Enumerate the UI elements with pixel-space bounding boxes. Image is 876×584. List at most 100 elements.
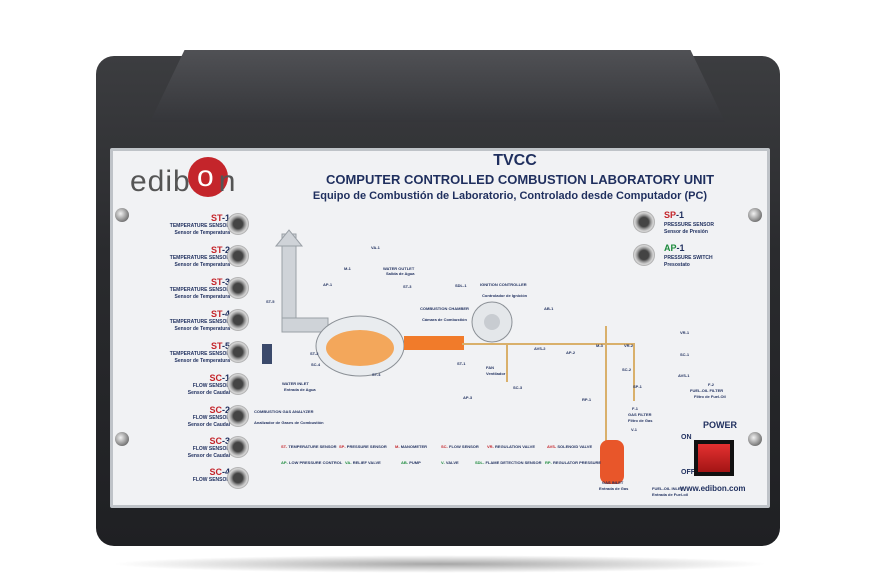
sensor-code: ST-1 — [210, 213, 230, 223]
legend-item: SDL- FLAME DETECTION SENSOR — [475, 460, 542, 465]
label-fuel-inlet: FUEL-OIL INLET — [652, 486, 684, 491]
connector-st5[interactable] — [227, 341, 249, 363]
connector-st3[interactable] — [227, 277, 249, 299]
power-switch[interactable] — [698, 444, 730, 472]
sensor-label-en: TEMPERATURE SENSOR — [169, 223, 230, 229]
legend-item: AVS- SOLENOID VALVE — [547, 444, 593, 449]
label-st2: ST-2 — [310, 351, 319, 356]
sensor-label-es: Sensor de Temperatura — [174, 262, 230, 268]
sensor-code: ST-5 — [210, 341, 230, 351]
legend-item: ST- TEMPERATURE SENSOR — [281, 444, 337, 449]
sensor-sc1: SC-1 FLOW SENSOR Sensor de Caudal — [150, 373, 280, 403]
label-water-inlet-es: Entrada de Agua — [284, 387, 316, 392]
sensor-label-en: TEMPERATURE SENSOR — [169, 255, 230, 261]
label-vr1: VR-1 — [680, 330, 690, 335]
label-water-outlet-es: Salida de Agua — [386, 271, 415, 276]
label-st1: ST-1 — [457, 361, 466, 366]
label-vr2: VR-2 — [624, 343, 634, 348]
screw-bottom-right — [748, 432, 762, 446]
label-avs2: AVS-2 — [534, 346, 546, 351]
label-analyzer: COMBUSTION GAS ANALYZER — [254, 409, 314, 414]
sensor-label-en: FLOW SENSOR — [192, 446, 230, 452]
sensor-code: ST-3 — [210, 277, 230, 287]
website-link: www.edibon.com — [680, 484, 746, 493]
legend-item: M- MANOMETER — [395, 444, 428, 449]
label-fan-es: Ventilador — [486, 371, 506, 376]
sensor-label-es: Sensor de Temperatura — [174, 358, 230, 364]
sensor-st3: ST-3 TEMPERATURE SENSOR Sensor de Temper… — [150, 277, 280, 307]
sensor-st5: ST-5 TEMPERATURE SENSOR Sensor de Temper… — [150, 341, 280, 371]
connector-ap1[interactable] — [633, 244, 655, 266]
process-diagram — [262, 229, 635, 484]
label-sc2: SC-2 — [622, 367, 632, 372]
sensor-code: SC-1 — [209, 373, 230, 383]
unit-model: TVCC — [493, 152, 537, 169]
sensor-label-es: Sensor de Caudal — [187, 390, 230, 396]
label-rp1: RP-1 — [582, 397, 592, 402]
front-panel — [110, 148, 770, 508]
connector-sc2[interactable] — [227, 405, 249, 427]
sensor-ap1-code: AP-1 — [664, 243, 685, 253]
label-water-inlet: WATER INLET — [282, 381, 309, 386]
label-avs1: AVS-1 — [678, 373, 690, 378]
connector-st4[interactable] — [227, 309, 249, 331]
sensor-label-en: FLOW SENSOR — [192, 383, 230, 389]
brand-logo-circle: o — [188, 157, 228, 197]
sensor-label-es: Sensor de Temperatura — [174, 294, 230, 300]
legend-item: RP- REGULATOR PRESSURE — [545, 460, 602, 465]
label-gas-filter: GAS FILTER — [628, 412, 652, 417]
sensor-label-en: TEMPERATURE SENSOR — [169, 319, 230, 325]
sensor-sc3: SC-3 FLOW SENSOR Sensor de Caudal — [150, 436, 280, 466]
sensor-label-es: Sensor de Temperatura — [174, 326, 230, 332]
sensor-st1: ST-1 TEMPERATURE SENSOR Sensor de Temper… — [150, 213, 280, 243]
connector-sp1[interactable] — [633, 211, 655, 233]
power-label: POWER — [703, 420, 738, 430]
power-on-label: ON — [681, 434, 692, 441]
label-va1: VA-1 — [371, 245, 380, 250]
sensor-label-en: TEMPERATURE SENSOR — [169, 287, 230, 293]
label-f1: F-1 — [632, 406, 638, 411]
label-ignition: IGNITION CONTROLLER — [480, 282, 527, 287]
label-fuel-filter-es: Filtro de Fuel-Oil — [694, 394, 726, 399]
sensor-label-es: Sensor de Caudal — [187, 453, 230, 459]
connector-sc4[interactable] — [227, 467, 249, 489]
gas-cylinder — [600, 440, 624, 484]
sensor-sp1-code: SP-1 — [664, 210, 685, 220]
label-fuel-filter: FUEL-OIL FILTER — [690, 388, 724, 393]
label-m1: M-1 — [344, 266, 351, 271]
sensor-sp1-es: Sensor de Presión — [664, 229, 708, 235]
label-st4: ST-4 — [372, 372, 381, 377]
legend-item: AB- PUMP — [401, 460, 421, 465]
brand-logo-pre: edib — [130, 165, 191, 198]
brand-logo-post: n — [218, 165, 237, 198]
label-st5: ST-5 — [266, 299, 275, 304]
label-ap2: AP-2 — [566, 350, 576, 355]
label-fuel-inlet-es: Entrada de Fuel-oil — [652, 492, 689, 497]
sensor-code: SC-2 — [209, 405, 230, 415]
label-fan: FAN — [486, 365, 494, 370]
label-gas-inlet: GAS INLET — [602, 480, 624, 485]
sensor-label-es: Sensor de Caudal — [187, 422, 230, 428]
sensor-code: SC-3 — [209, 436, 230, 446]
connector-st1[interactable] — [227, 213, 249, 235]
sensor-code: ST-4 — [210, 309, 230, 319]
sensor-sc2: SC-2 FLOW SENSOR Sensor de Caudal — [150, 405, 280, 435]
label-chamber-es: Cámara de Combustión — [422, 317, 467, 322]
label-water-outlet: WATER OUTLET — [383, 266, 415, 271]
connector-sc3[interactable] — [227, 436, 249, 458]
abbreviation-legend: ST- TEMPERATURE SENSOR SP- PRESSURE SENS… — [275, 440, 605, 478]
legend-item: AP- LOW PRESSURE CONTROL — [281, 460, 343, 465]
legend-item: V- VALVE — [441, 460, 459, 465]
power-off-label: OFF — [681, 469, 695, 476]
fan-hub — [484, 314, 500, 330]
label-ab1: AB-1 — [544, 306, 554, 311]
legend-item: SC- FLOW SENSOR — [441, 444, 479, 449]
analyzer-device — [262, 344, 272, 364]
label-sp1: SP-1 — [633, 384, 642, 389]
screw-bottom-left — [115, 432, 129, 446]
connector-sc1[interactable] — [227, 373, 249, 395]
connector-st2[interactable] — [227, 245, 249, 267]
sensor-ap1-en: PRESSURE SWITCH — [664, 255, 713, 261]
label-ignition-es: Controlador de Ignición — [482, 293, 528, 298]
